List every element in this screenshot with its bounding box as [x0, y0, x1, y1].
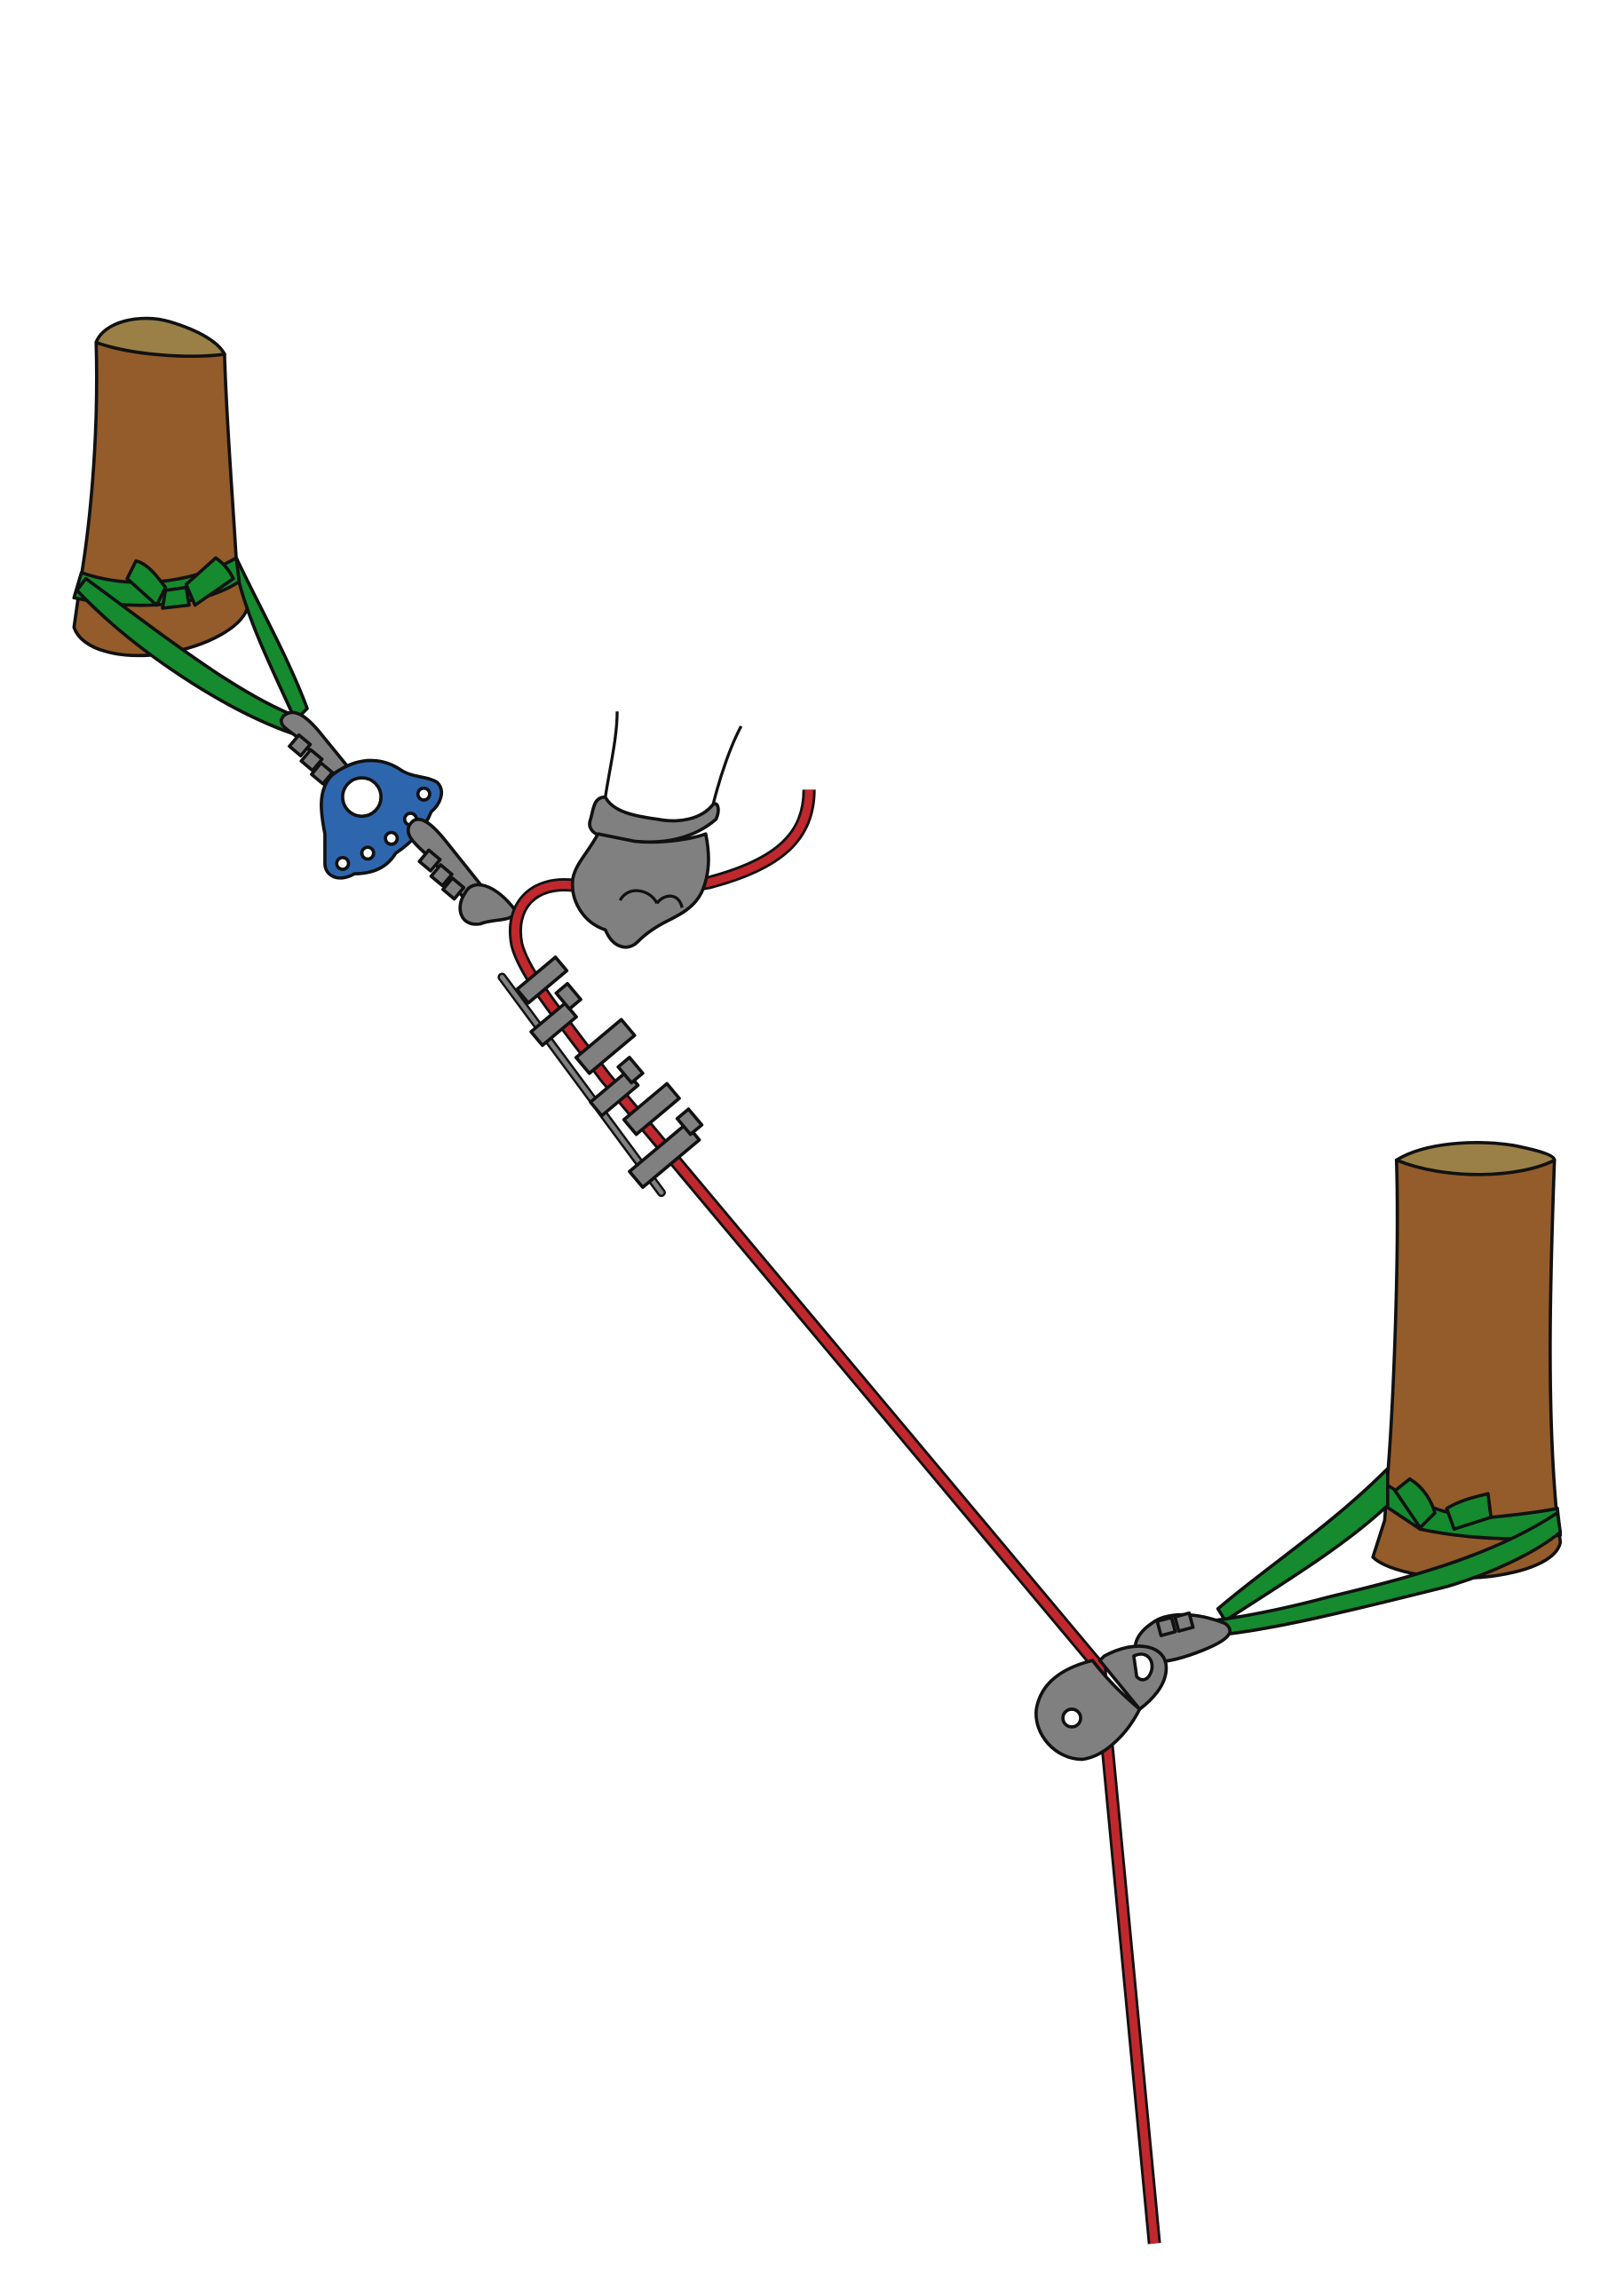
rope — [509, 789, 1161, 2245]
pulley-icon — [1034, 1644, 1168, 1762]
left-sling-icon — [72, 556, 309, 736]
gloved-hand-icon — [570, 711, 743, 949]
rope-grab-icon — [497, 955, 704, 1198]
right-sling-icon — [1211, 1467, 1563, 1637]
right-tree-anchor-icon — [1371, 1141, 1563, 1580]
carabiner-icon — [407, 817, 519, 926]
